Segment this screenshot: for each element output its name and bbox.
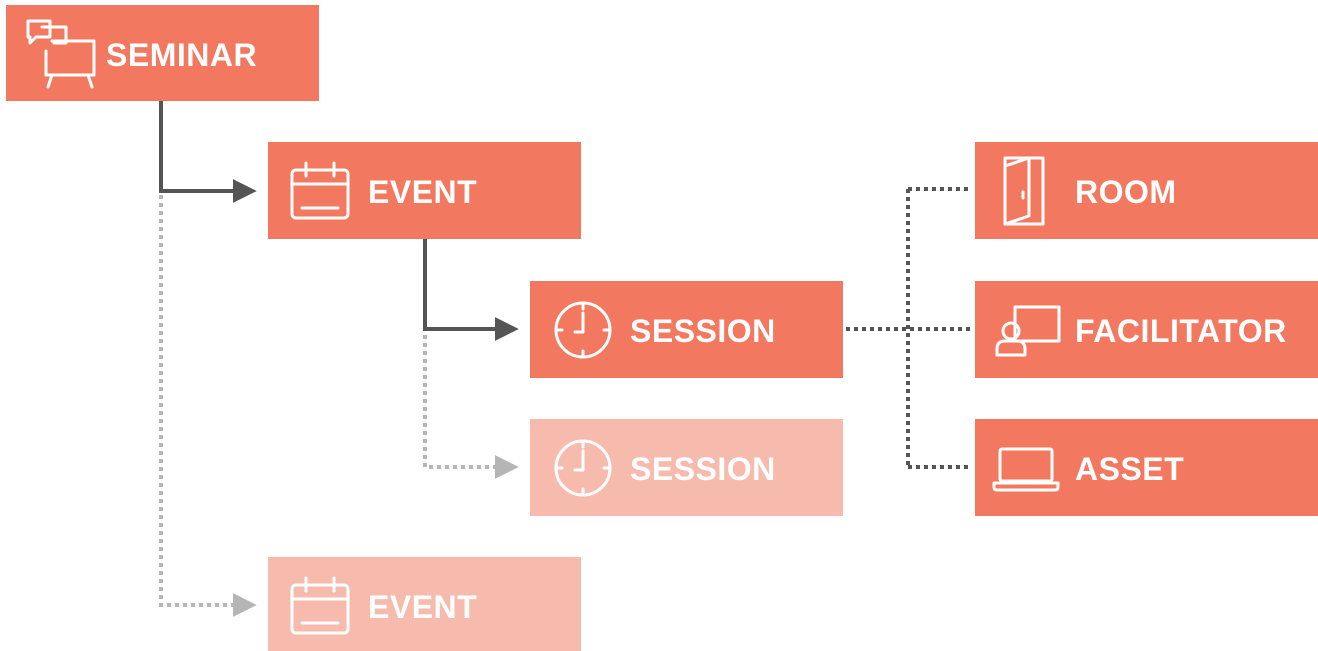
connector-seminar-event: [159, 101, 257, 203]
session-label: SESSION: [630, 313, 776, 349]
presentation-board-icon: [26, 19, 96, 89]
event-node-faded: EVENT: [268, 557, 581, 651]
seminar-label: SEMINAR: [106, 37, 258, 73]
asset-node: ASSET: [975, 419, 1318, 516]
event-label: EVENT: [368, 174, 478, 210]
room-label: ROOM: [1075, 174, 1177, 210]
presenter-icon: [995, 305, 1061, 357]
room-node: ROOM: [975, 142, 1318, 239]
event-label-faded: EVENT: [368, 589, 478, 625]
asset-label: ASSET: [1075, 451, 1185, 487]
connector-event-session: [423, 239, 519, 341]
facilitator-node: FACILITATOR: [975, 281, 1318, 378]
event-node: EVENT: [268, 142, 581, 239]
calendar-icon: [290, 576, 350, 635]
seminar-node: SEMINAR: [6, 5, 319, 101]
facilitator-label: FACILITATOR: [1075, 313, 1287, 349]
session-label-faded: SESSION: [630, 451, 776, 487]
clock-icon: [554, 301, 612, 359]
session-node-faded: SESSION: [530, 419, 843, 516]
clock-icon: [554, 439, 612, 497]
calendar-icon: [290, 161, 350, 220]
door-icon: [1003, 156, 1045, 226]
connector-seminar-event-faded: [159, 195, 257, 617]
laptop-icon: [992, 447, 1060, 492]
connector-event-session-faded: [423, 335, 519, 479]
session-node: SESSION: [530, 281, 843, 378]
